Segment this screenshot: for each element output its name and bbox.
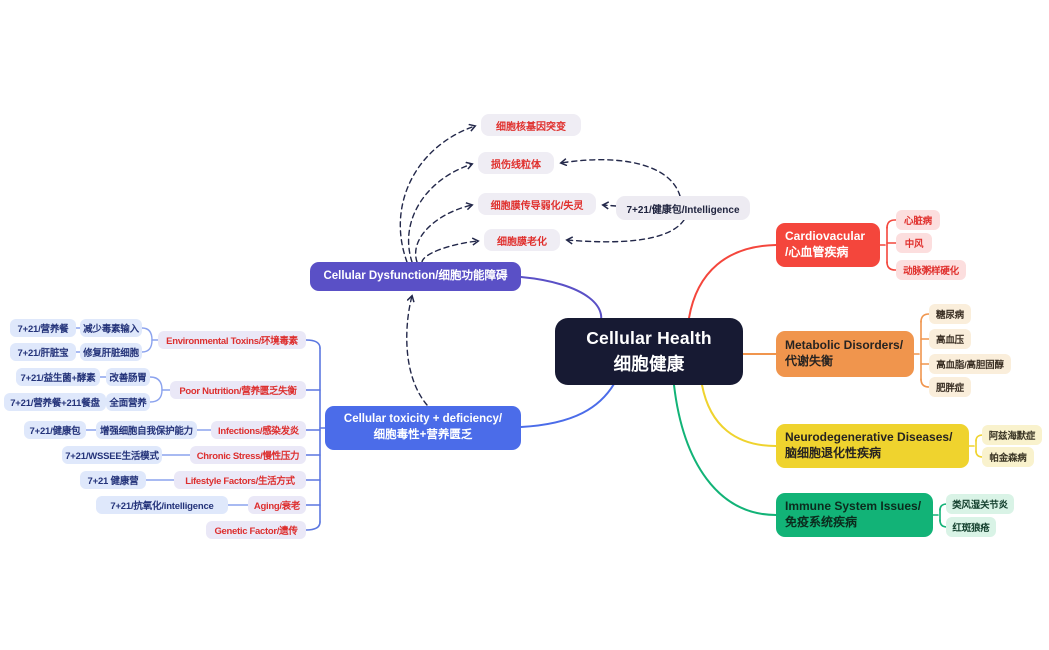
product-health-camp[interactable]: 7+21 健康营: [80, 471, 146, 489]
toxicity-label-zh: 细胞毒性+营养匮乏: [373, 429, 473, 441]
benefit-full-nutrition[interactable]: 全面营养: [106, 393, 150, 411]
leaf-obesity[interactable]: 肥胖症: [929, 377, 971, 397]
product-probiotics-enzyme[interactable]: 7+21/益生菌+酵素: [16, 368, 100, 386]
node-membrane-aging[interactable]: 细胞膜老化: [484, 229, 560, 251]
arrow-to-gene-mutation: [399, 126, 475, 263]
center-title-zh: 细胞健康: [613, 353, 685, 374]
leaf-hypertension[interactable]: 高血压: [929, 329, 971, 349]
benefit-reduce-toxins[interactable]: 减少毒素输入: [80, 319, 142, 337]
leaf-alzheimers[interactable]: 阿兹海默症: [982, 425, 1042, 445]
edge-center-immune: [673, 384, 777, 516]
node-cellular-toxicity[interactable]: Cellular toxicity + deficiency/ 细胞毒性+营养匮…: [325, 406, 521, 450]
cause-chronic-stress[interactable]: Chronic Stress/慢性压力: [190, 446, 306, 464]
node-cellular-dysfunction[interactable]: Cellular Dysfunction/细胞功能障碍: [310, 262, 521, 291]
edge-center-toxicity: [520, 383, 615, 428]
immune-label-zh: 免疫系统疾病: [785, 515, 858, 529]
arrow-to-mitochondria: [407, 164, 472, 263]
node-cardiovascular[interactable]: Cardiovacular /心血管疾病: [776, 223, 880, 267]
benefit-improve-gut[interactable]: 改善肠胃: [106, 368, 150, 386]
product-health-pack[interactable]: 7+21/健康包: [24, 421, 86, 439]
cardio-bracket: [879, 219, 902, 271]
product-wssee-lifestyle[interactable]: 7+21/WSSEE生活模式: [62, 446, 162, 464]
cardio-label-en: Cardiovacular: [785, 229, 866, 244]
node-immune-system[interactable]: Immune System Issues/ 免疫系统疾病: [776, 493, 933, 537]
leaf-rheumatoid-arthritis[interactable]: 类风湿关节炎: [946, 494, 1014, 514]
leaf-hyperlipidemia[interactable]: 高血脂/高胆固醇: [929, 354, 1011, 374]
edge-center-neuro: [701, 384, 777, 447]
cause-genetic-factor[interactable]: Genetic Factor/遗传: [206, 521, 306, 539]
neuro-label-en: Neurodegenerative Diseases/: [785, 430, 953, 445]
benefit-cell-protection[interactable]: 增强细胞自我保护能力: [96, 421, 197, 439]
metabolic-label-zh: 代谢失衡: [785, 354, 834, 368]
metabolic-bracket: [913, 313, 935, 388]
leaf-atherosclerosis[interactable]: 动脉粥样硬化: [896, 260, 966, 280]
cause-poor-nutrition[interactable]: Poor Nutrition/营养匮乏失衡: [170, 381, 306, 399]
toxicity-label-en: Cellular toxicity + deficiency/: [343, 413, 503, 426]
product-meal-211-plate[interactable]: 7+21/营养餐+211餐盘: [4, 393, 106, 411]
arrow-to-membrane-signal: [414, 205, 472, 263]
leaf-parkinsons[interactable]: 帕金森病: [982, 447, 1034, 467]
cause-aging[interactable]: Aging/衰老: [248, 496, 306, 514]
node-intelligence-pack[interactable]: 7+21/健康包/Intelligence: [616, 196, 750, 220]
center-title-en: Cellular Health: [586, 328, 712, 349]
arrow-to-membrane-aging: [421, 241, 478, 263]
product-antioxidant-intelligence[interactable]: 7+21/抗氧化/intelligence: [96, 496, 228, 514]
cause-infections[interactable]: Infections/感染发炎: [211, 421, 306, 439]
arrow-intel-to-membrane-aging: [567, 219, 685, 242]
immune-label-en: Immune System Issues/: [785, 499, 922, 514]
leaf-lupus[interactable]: 红斑狼疮: [946, 517, 996, 537]
left-inner-lines: [69, 327, 257, 506]
node-mitochondria-damage[interactable]: 损伤线粒体: [478, 152, 554, 174]
benefit-repair-liver[interactable]: 修复肝脏细胞: [80, 343, 142, 361]
node-membrane-signal[interactable]: 细胞膜传导弱化/失灵: [478, 193, 596, 215]
node-neurodegenerative[interactable]: Neurodegenerative Diseases/ 脑细胞退化性疾病: [776, 424, 969, 468]
node-gene-mutation[interactable]: 细胞核基因突变: [481, 114, 581, 136]
neuro-label-zh: 脑细胞退化性疾病: [785, 446, 882, 460]
arrow-intel-to-mitochondria: [561, 160, 681, 197]
product-nutrition-meal[interactable]: 7+21/营养餐: [10, 319, 76, 337]
edge-center-cardio: [688, 244, 777, 319]
leaf-stroke[interactable]: 中风: [896, 233, 932, 253]
arrow-toxicity-to-dysfunction: [406, 296, 428, 406]
cause-lifestyle-factors[interactable]: Lifestyle Factors/生活方式: [174, 471, 306, 489]
cause-environmental-toxins[interactable]: Environmental Toxins/环境毒素: [158, 331, 306, 349]
leaf-heart-disease[interactable]: 心脏病: [896, 210, 940, 230]
arrow-intel-to-membrane-signal: [603, 205, 617, 206]
cardio-label-zh: /心血管疾病: [785, 245, 849, 259]
node-metabolic-disorders[interactable]: Metabolic Disorders/ 代谢失衡: [776, 331, 914, 377]
metabolic-label-en: Metabolic Disorders/: [785, 338, 904, 353]
node-center-cellular-health[interactable]: Cellular Health 细胞健康: [555, 318, 743, 385]
leaf-diabetes[interactable]: 糖尿病: [929, 304, 971, 324]
left-trunk: [305, 339, 331, 531]
dashed-arrows: [399, 126, 685, 406]
product-liver-treasure[interactable]: 7+21/肝脏宝: [10, 343, 76, 361]
